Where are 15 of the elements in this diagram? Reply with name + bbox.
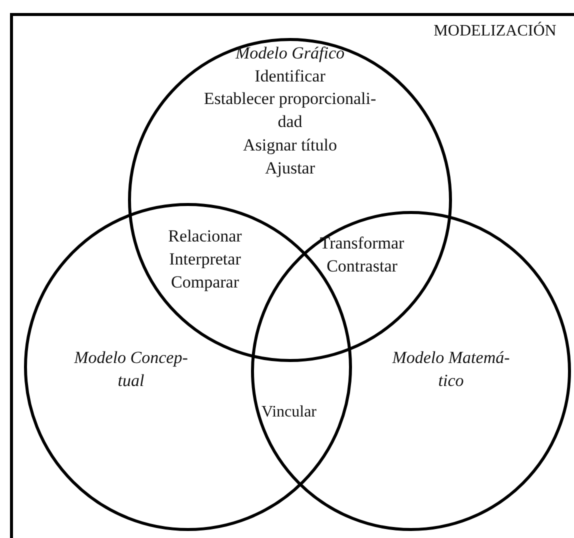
- circle-title: Modelo Concep-tual: [73, 347, 189, 392]
- frame-label: MODELIZACIÓN: [432, 20, 558, 42]
- circle-title: Modelo Matemá-tico: [391, 347, 511, 392]
- circle-title: Modelo Gráfico: [234, 42, 346, 64]
- intersection-label: Vincular: [262, 402, 316, 422]
- circle-item: Asignar título: [242, 134, 338, 156]
- intersection-label: Contrastar: [326, 256, 398, 278]
- circle-item: Identificar: [254, 66, 326, 88]
- intersection-label: Comparar: [171, 272, 239, 294]
- intersection-label: Interpretar: [169, 248, 241, 270]
- intersection-label: Transformar: [320, 232, 404, 254]
- circle-item: Establecer proporcionali-dad: [202, 88, 378, 133]
- intersection-label: Relacionar: [168, 226, 242, 248]
- frame: [10, 13, 574, 538]
- circle-item: Ajustar: [264, 158, 316, 180]
